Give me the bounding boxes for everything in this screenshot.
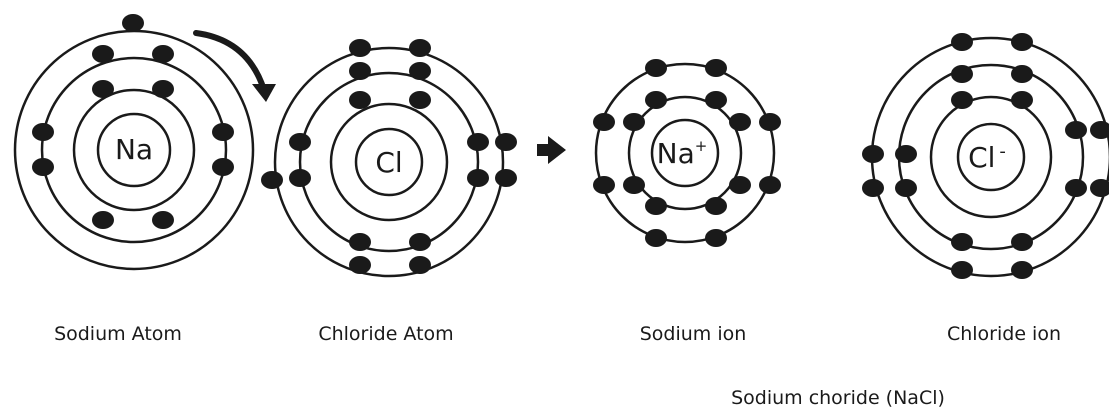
electron (645, 59, 667, 77)
sodium-atom-shell-2 (40, 56, 228, 244)
electron (495, 169, 517, 187)
electron (1011, 91, 1033, 109)
electron (32, 123, 54, 141)
electron (1011, 65, 1033, 83)
chloride-atom-shell-2 (298, 71, 480, 253)
chloride-ion-caption: Chloride ion (947, 323, 1061, 345)
chloride-atom-electrons (261, 39, 517, 274)
chloride-atom-caption: Chloride Atom (318, 323, 453, 345)
chloride-ion-charge: - (999, 141, 1006, 162)
sodium-atom-nucleus (96, 112, 172, 188)
electron (349, 233, 371, 251)
electron (467, 133, 489, 151)
electron (705, 91, 727, 109)
sodium-ion-nucleus (650, 118, 720, 188)
electron (1065, 179, 1087, 197)
chloride-ion-shell-1 (929, 95, 1053, 219)
electron (759, 113, 781, 131)
electron (951, 261, 973, 279)
sodium-ion-charge: + (695, 137, 708, 155)
electron (122, 14, 144, 32)
electron (409, 62, 431, 80)
electron (152, 211, 174, 229)
chloride-atom-nucleus (354, 127, 424, 197)
electron (895, 179, 917, 197)
electron (92, 211, 114, 229)
electron (409, 256, 431, 274)
electron (759, 176, 781, 194)
electron (495, 133, 517, 151)
electron (1011, 33, 1033, 51)
chloride-atom-shell-outer (273, 46, 505, 278)
electron (409, 39, 431, 57)
electron (467, 169, 489, 187)
electron (705, 229, 727, 247)
chloride-atom-shell-1 (329, 102, 449, 222)
sodium-ion-shell-outer (594, 62, 776, 244)
electron (951, 91, 973, 109)
electron (1011, 233, 1033, 251)
electron-transfer-arrow (193, 30, 267, 93)
sodium-atom-electrons (32, 14, 234, 229)
electron (1011, 261, 1033, 279)
sodium-ion-shell-2 (627, 95, 743, 211)
electron (623, 176, 645, 194)
electron (1090, 179, 1109, 197)
chloride-ion: Cl- (862, 33, 1109, 279)
electron (349, 39, 371, 57)
compound-caption: Sodium choride (NaCl) (731, 387, 945, 409)
electron (289, 133, 311, 151)
sodium-atom-caption: Sodium Atom (54, 323, 182, 345)
electron-transfer-arrowhead (252, 84, 276, 102)
chloride-atom: Cl (261, 39, 517, 278)
electron (862, 145, 884, 163)
electron (645, 91, 667, 109)
chloride-ion-electrons (862, 33, 1109, 279)
electron (349, 91, 371, 109)
electron (261, 171, 283, 189)
electron (951, 65, 973, 83)
electron (1090, 121, 1109, 139)
electron (951, 233, 973, 251)
sodium-ion: Na+ (593, 59, 781, 247)
electron (1065, 121, 1087, 139)
sodium-atom-shell-1 (72, 88, 196, 212)
electron (729, 176, 751, 194)
electron (705, 197, 727, 215)
electron (593, 113, 615, 131)
electron (349, 256, 371, 274)
electron (409, 233, 431, 251)
electron (409, 91, 431, 109)
electron (593, 176, 615, 194)
electron (623, 113, 645, 131)
electron (729, 113, 751, 131)
electron (92, 80, 114, 98)
electron (951, 33, 973, 51)
electron (212, 158, 234, 176)
chloride-atom-symbol: Cl (375, 146, 402, 179)
electron (289, 169, 311, 187)
sodium-ion-electrons (593, 59, 781, 247)
electron (152, 80, 174, 98)
electron (645, 197, 667, 215)
sodium-atom: Na (13, 14, 255, 271)
electron (32, 158, 54, 176)
sodium-atom-symbol: Na (115, 133, 153, 166)
electron (705, 59, 727, 77)
electron (152, 45, 174, 63)
sodium-ion-caption: Sodium ion (640, 323, 747, 345)
electron (349, 62, 371, 80)
electron (212, 123, 234, 141)
sodium-ion-symbol: Na+ (657, 137, 708, 170)
reaction-arrow-icon (537, 136, 566, 164)
electron (92, 45, 114, 63)
chloride-ion-symbol: Cl- (968, 141, 1006, 174)
electron (895, 145, 917, 163)
chloride-ion-nucleus (956, 122, 1026, 192)
electron (645, 229, 667, 247)
electron (862, 179, 884, 197)
